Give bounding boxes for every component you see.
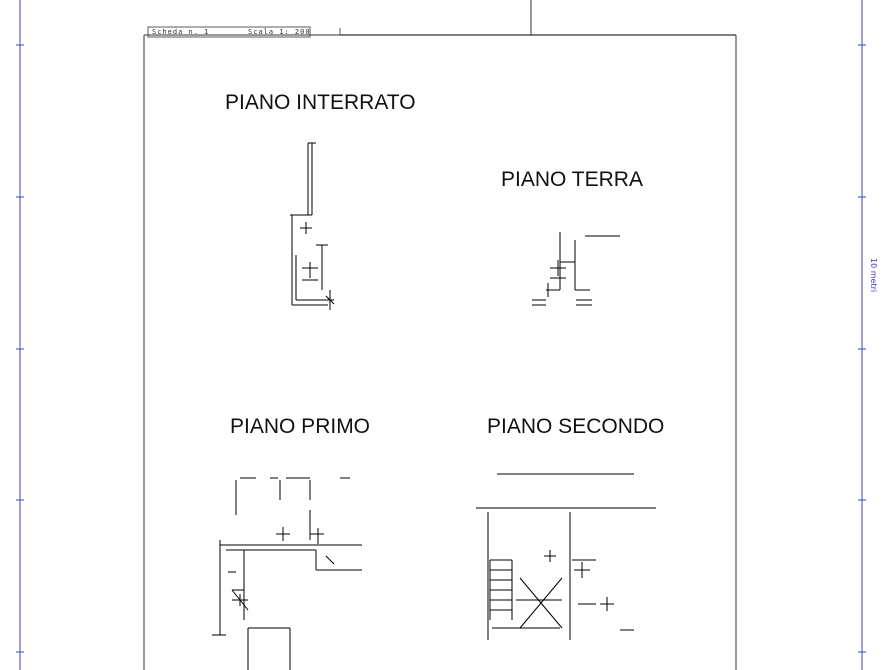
floor-title-first: PIANO PRIMO bbox=[230, 415, 371, 438]
floor-title-basement: PIANO INTERRATO bbox=[225, 91, 416, 114]
floor-title-second: PIANO SECONDO bbox=[487, 415, 665, 438]
right-ruler-ticks bbox=[858, 44, 866, 653]
header-box bbox=[147, 26, 311, 38]
basement-plan bbox=[290, 142, 335, 310]
second-floor-plan bbox=[476, 473, 656, 640]
ruler-length-label: 10 metri bbox=[869, 258, 878, 293]
sheet-number-label: Scheda n. 1 bbox=[152, 28, 210, 36]
scale-label: Scala 1: 200 bbox=[248, 28, 311, 36]
floor-title-ground: PIANO TERRA bbox=[501, 168, 643, 191]
ground-plan bbox=[532, 232, 620, 306]
first-floor-plan bbox=[212, 477, 362, 670]
left-ruler-ticks bbox=[16, 44, 24, 653]
